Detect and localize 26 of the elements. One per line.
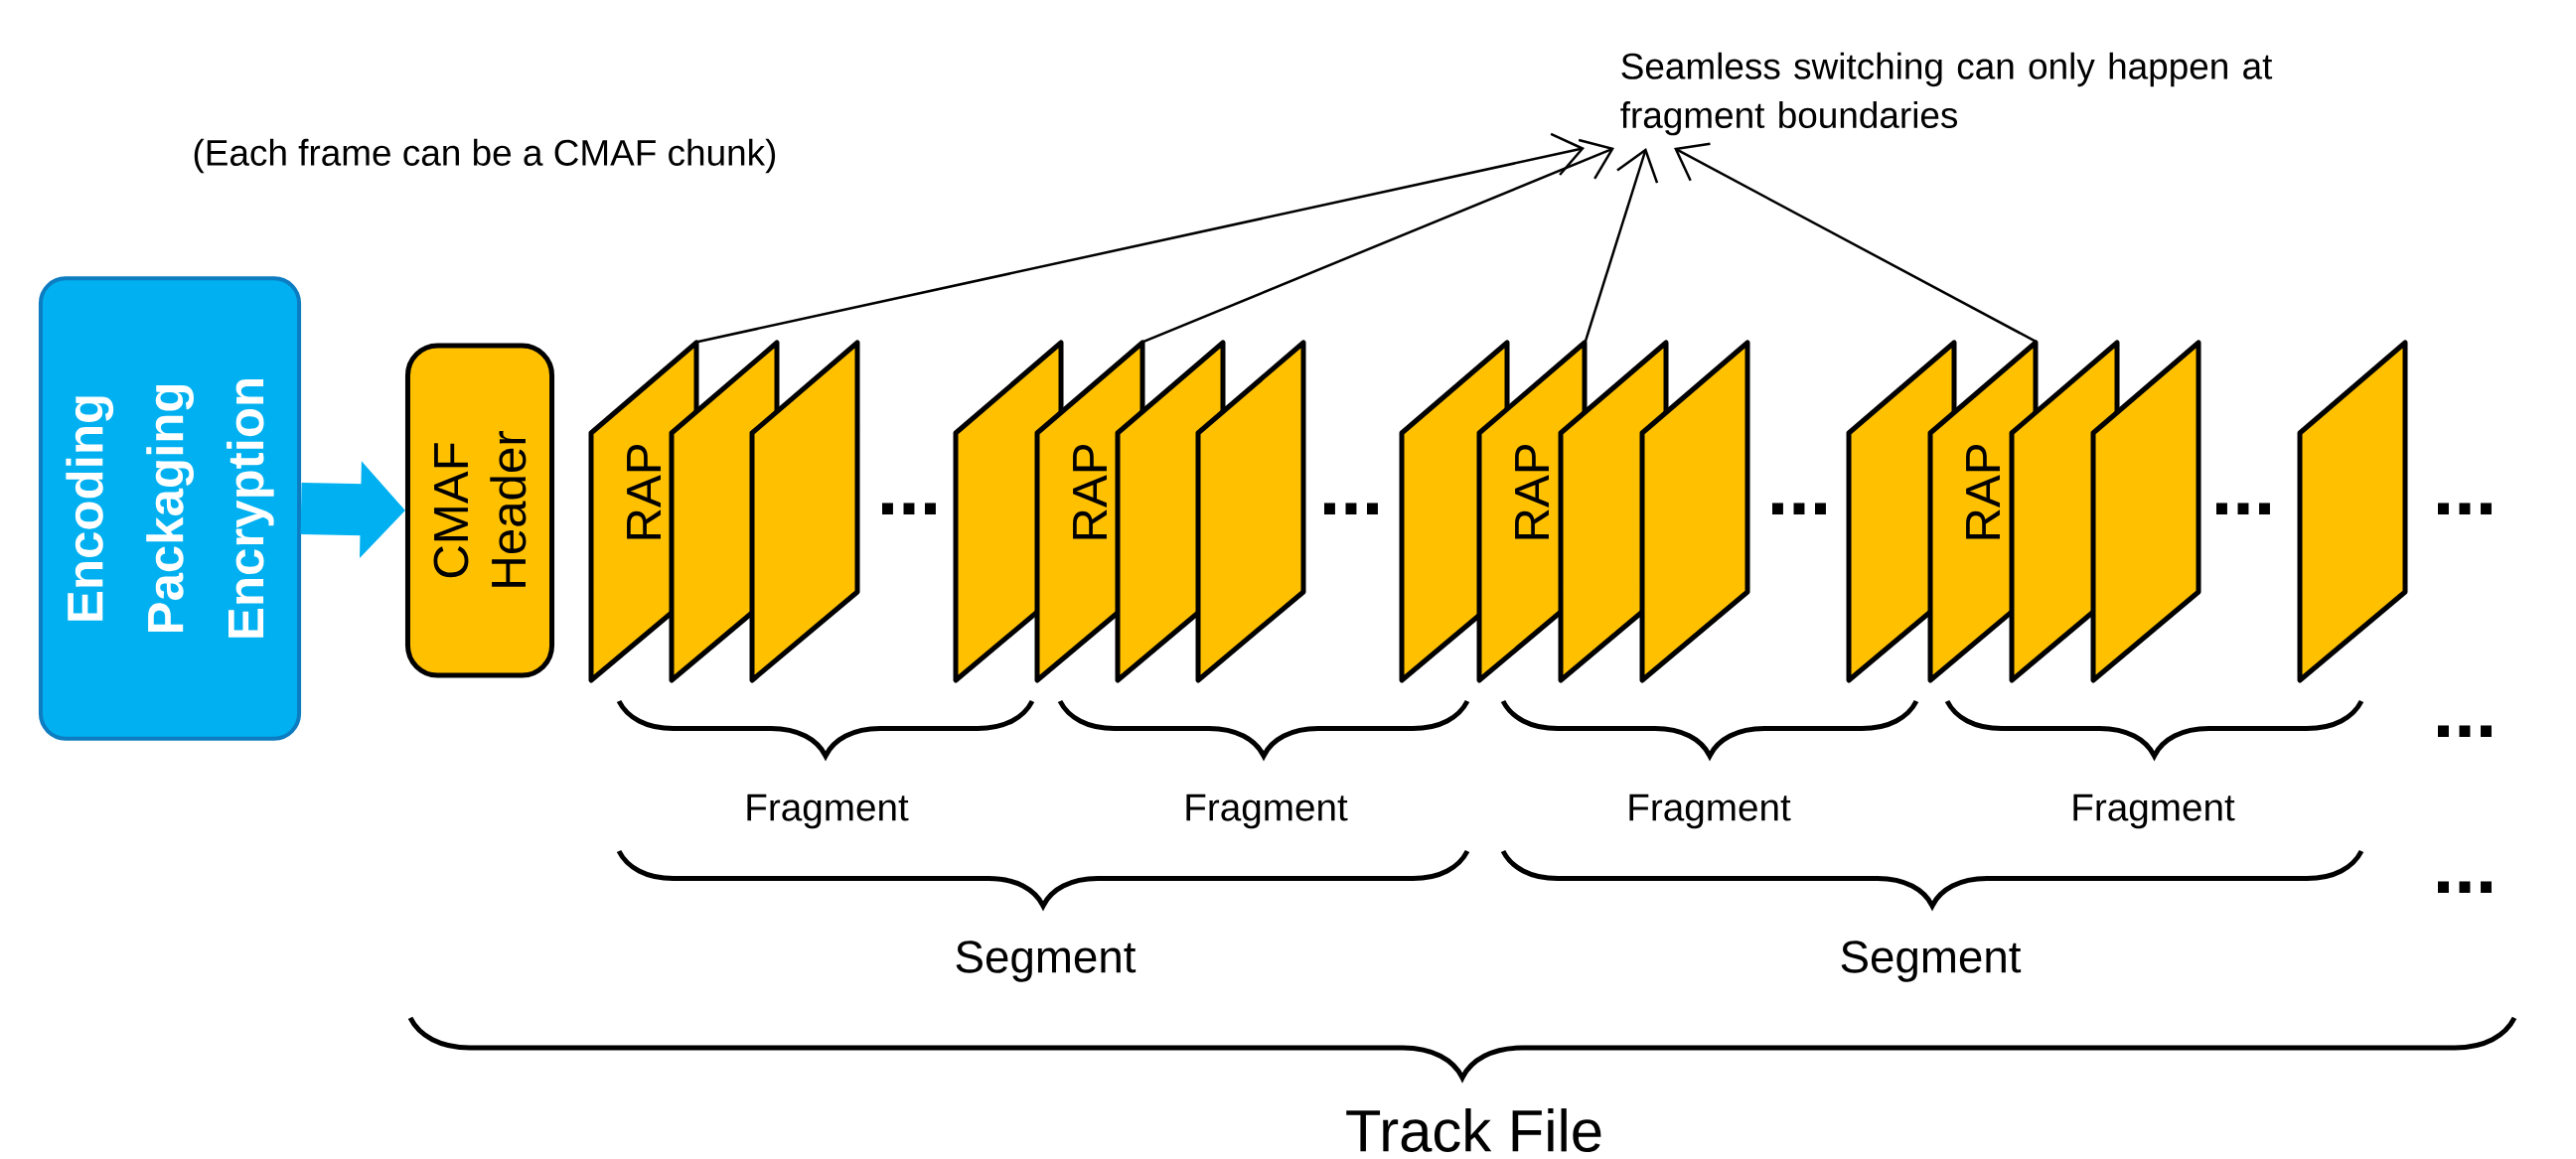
brace-label: Segment <box>1841 941 2022 982</box>
ellipsis: ... <box>2438 881 2492 893</box>
brace-label: Fragment <box>747 794 909 829</box>
arrow <box>1142 138 1614 344</box>
ellipsis: ... <box>882 503 936 514</box>
header-box: CMAF Header <box>404 343 555 678</box>
frame <box>1639 340 1750 683</box>
frame <box>749 340 860 683</box>
ellipsis: ... <box>1324 503 1378 514</box>
frame <box>1195 340 1306 683</box>
brace-label: Fragment <box>1629 794 1791 829</box>
arrow <box>1584 148 1659 343</box>
brace-label: Fragment <box>1186 794 1348 829</box>
brace-label: Fragment <box>2073 794 2235 829</box>
frame <box>2090 340 2201 683</box>
ellipsis: ... <box>2216 503 2270 514</box>
brace-label: Segment <box>956 941 1136 982</box>
arrow <box>1674 142 2038 344</box>
ellipsis: ... <box>2438 725 2492 737</box>
note-text: (Each frame can be a CMAF chunk) <box>194 138 776 174</box>
ellipsis: ... <box>1772 503 1826 514</box>
arrow <box>696 132 1585 344</box>
annotation-text: Seamless switching can only happen at fragment boundaries <box>1620 52 2273 136</box>
brace-label: Track File <box>1346 1108 1601 1152</box>
process-box: Encoding Packaging Encryption <box>38 276 302 741</box>
frame <box>2297 340 2408 683</box>
